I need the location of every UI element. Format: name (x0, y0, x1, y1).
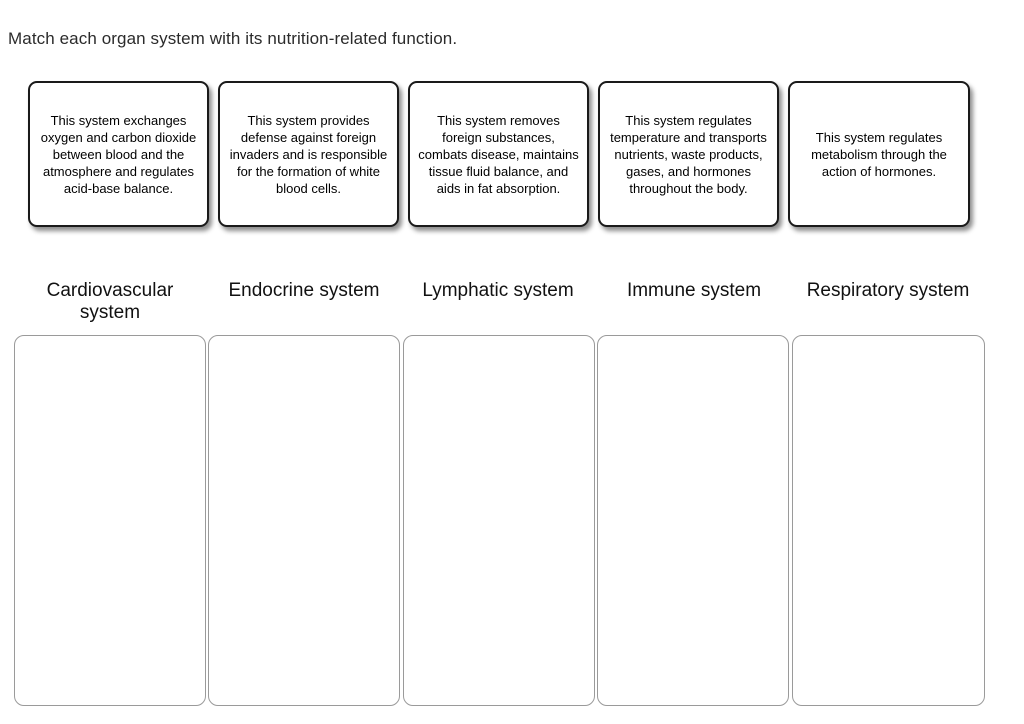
draggable-card-respiratory-function[interactable]: This system exchanges oxygen and carbon … (28, 81, 209, 227)
card-text: This system exchanges oxygen and carbon … (40, 112, 197, 196)
draggable-card-immune-function[interactable]: This system provides defense against for… (218, 81, 399, 227)
draggable-card-tray: This system exchanges oxygen and carbon … (28, 81, 988, 229)
draggable-card-endocrine-function[interactable]: This system regulates metabolism through… (788, 81, 970, 227)
category-label-endocrine: Endocrine system (228, 280, 380, 301)
dropzone-endocrine[interactable] (208, 335, 400, 706)
card-text: This system removes foreign substances, … (418, 112, 579, 196)
category-label-row: Cardiovascular system Endocrine system L… (14, 280, 988, 328)
draggable-card-cardiovascular-function[interactable]: This system regulates temperature and tr… (598, 81, 779, 227)
card-text: This system provides defense against for… (229, 112, 388, 196)
card-text: This system regulates temperature and tr… (610, 112, 767, 196)
category-label-cardiovascular: Cardiovascular system (46, 280, 174, 323)
dropzone-cardiovascular[interactable] (14, 335, 206, 706)
card-text: This system regulates metabolism through… (811, 129, 947, 179)
dropzone-row (14, 335, 988, 707)
category-label-lymphatic: Lymphatic system (422, 280, 574, 301)
dropzone-immune[interactable] (597, 335, 789, 706)
category-label-immune: Immune system (626, 280, 762, 301)
category-label-respiratory: Respiratory system (806, 280, 970, 301)
page-title: Match each organ system with its nutriti… (8, 29, 458, 48)
dropzone-lymphatic[interactable] (403, 335, 595, 706)
draggable-card-lymphatic-function[interactable]: This system removes foreign substances, … (408, 81, 589, 227)
dropzone-respiratory[interactable] (792, 335, 985, 706)
